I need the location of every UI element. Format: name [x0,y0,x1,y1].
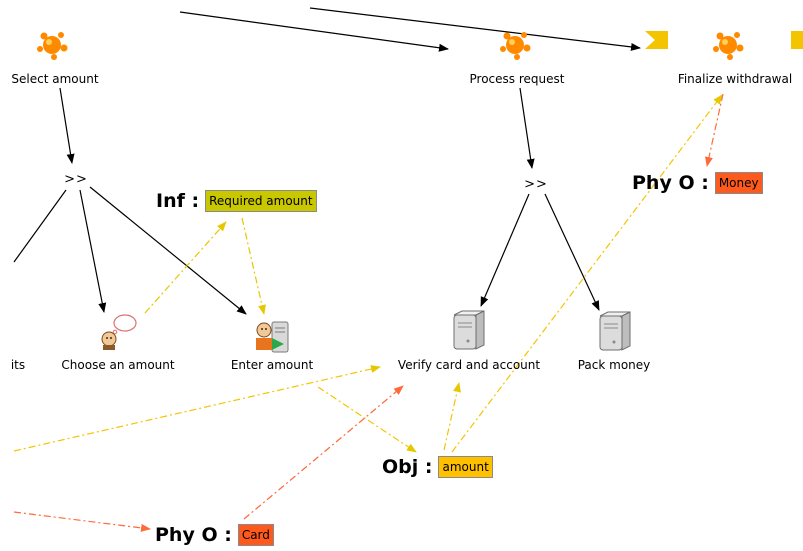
offscreen-yellow-marker-1 [645,31,668,49]
phy-link-left-to-card [13,511,151,532]
object-amount[interactable]: Obj : amount [382,456,493,478]
object-name-box: Money [714,172,763,194]
task-label-cut-off-left[interactable]: its [10,358,26,372]
operator-enabling-right[interactable]: >> [524,177,548,192]
task-label-enter-amount[interactable]: Enter amount [230,358,314,372]
edge-operator-to-pack [544,193,600,311]
task-label-choose-amount[interactable]: Choose an amount [61,358,175,372]
task-label-process-request[interactable]: Process request [469,72,565,86]
object-kind-label: Phy O : [632,172,709,194]
phy-link-finalize-to-money [705,93,724,167]
object-name-box: amount [438,456,493,478]
choose-amount-user-icon [101,314,137,350]
object-name-box: Required amount [205,190,317,212]
task-label-verify-card[interactable]: Verify card and account [397,358,541,372]
edge-operator-to-choose [79,189,107,313]
pack-money-computer-icon [599,311,631,351]
edge-select-to-operator [59,87,75,164]
object-kind-label: Obj : [382,456,433,478]
task-label-pack-money[interactable]: Pack money [577,358,651,372]
object-kind-label: Inf : [156,190,200,212]
task-label-select-amount[interactable]: Select amount [11,72,99,86]
object-required-amount[interactable]: Inf : Required amount [156,190,317,212]
finalize-withdrawal-splat-icon [713,32,744,60]
obj-link-amount-to-finalize [451,94,723,453]
info-link-required-amount-to-enter [241,217,266,315]
operator-enabling-left[interactable]: >> [64,172,88,187]
task-label-finalize-withdrawal[interactable]: Finalize withdrawal [677,72,793,86]
object-money[interactable]: Phy O : Money [632,172,763,194]
edge-operator-to-left-offscreen [13,189,67,263]
obj-link-left-to-verify [13,365,381,452]
flow-arrow-to-process-request [179,11,449,52]
enter-amount-user-computer-icon [256,321,289,353]
offscreen-yellow-marker-2 [791,31,803,49]
edge-process-to-operator [519,87,535,169]
object-kind-label: Phy O : [155,524,232,546]
edge-operator-to-verify [480,193,530,307]
phy-link-card-to-verify [243,385,404,520]
edge-operator-to-enter [89,186,247,315]
verify-card-computer-icon [453,310,485,350]
object-card[interactable]: Phy O : Card [155,524,274,546]
obj-link-amount-to-verify [443,382,461,451]
process-request-splat-icon [500,32,531,60]
object-name-box: Card [237,524,274,546]
flow-arrow-to-finalize-withdrawal [309,7,641,51]
obj-link-enter-to-amount [317,386,417,453]
select-amount-splat-icon [37,32,68,60]
info-link-choose-to-required-amount [144,221,227,314]
